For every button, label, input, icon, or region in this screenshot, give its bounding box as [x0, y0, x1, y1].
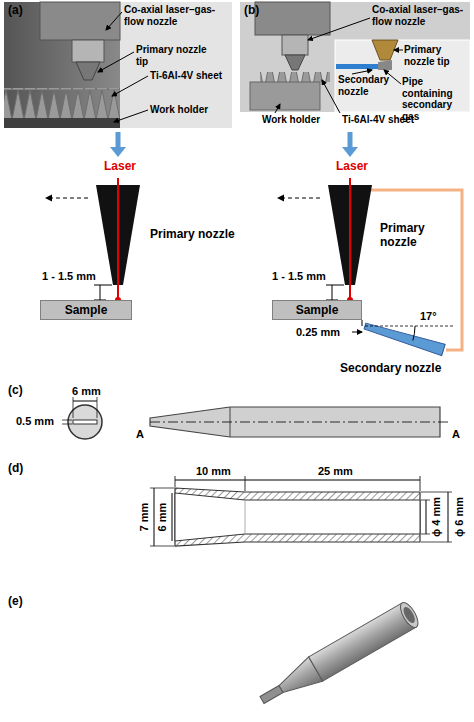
dimension-label: 1 - 1.5 mm [42, 270, 96, 283]
sample-box: Sample [272, 300, 362, 320]
dimension-label: 0.25 mm [296, 326, 340, 339]
dimension-label: 7 mm [138, 503, 151, 532]
part-label: (a) [8, 4, 23, 18]
callout-label: Work holder [150, 104, 208, 116]
dimension-label: A [452, 428, 460, 441]
node-label: Sample [65, 303, 108, 317]
part-label: Primary nozzle [150, 228, 240, 242]
dimension-label: 1 - 1.5 mm [272, 270, 326, 283]
callout-label: Primary nozzle tip [404, 44, 468, 67]
callout-label: Co-axial laser–gas-flow nozzle [124, 4, 229, 27]
callout-label: Ti-6Al-4V sheet [342, 114, 414, 126]
part-label: Laser [336, 160, 368, 174]
part-label: Laser [104, 160, 136, 174]
node-label: Sample [296, 303, 339, 317]
sample-box: Sample [40, 300, 132, 320]
dimension-label: 6 mm [72, 385, 101, 398]
callout-label: Work holder [262, 114, 320, 126]
part-label: Secondary nozzle [340, 362, 441, 376]
dimension-label: 17° [420, 310, 437, 323]
part-label: Primary nozzle [380, 222, 440, 250]
part-label: (e) [8, 595, 23, 609]
dimension-label: 6 mm [156, 503, 169, 532]
dimension-label: ϕ 4 mm [430, 497, 443, 537]
dimension-label: A [136, 428, 144, 441]
dimension-label: 10 mm [196, 465, 231, 478]
part-label: (c) [8, 384, 23, 398]
callout-label: Ti-6Al-4V sheet [150, 70, 222, 82]
callout-label: Secondary nozzle [338, 74, 396, 97]
part-label: (d) [8, 462, 23, 476]
dimension-label: ϕ 6 mm [453, 497, 466, 537]
dimension-label: 0.5 mm [16, 415, 54, 428]
callout-label: Co-axial laser–gas-flow nozzle [372, 4, 470, 27]
callout-label: Primary nozzle tip [136, 44, 208, 67]
part-label: (b) [244, 4, 259, 18]
dimension-label: 25 mm [318, 465, 353, 478]
